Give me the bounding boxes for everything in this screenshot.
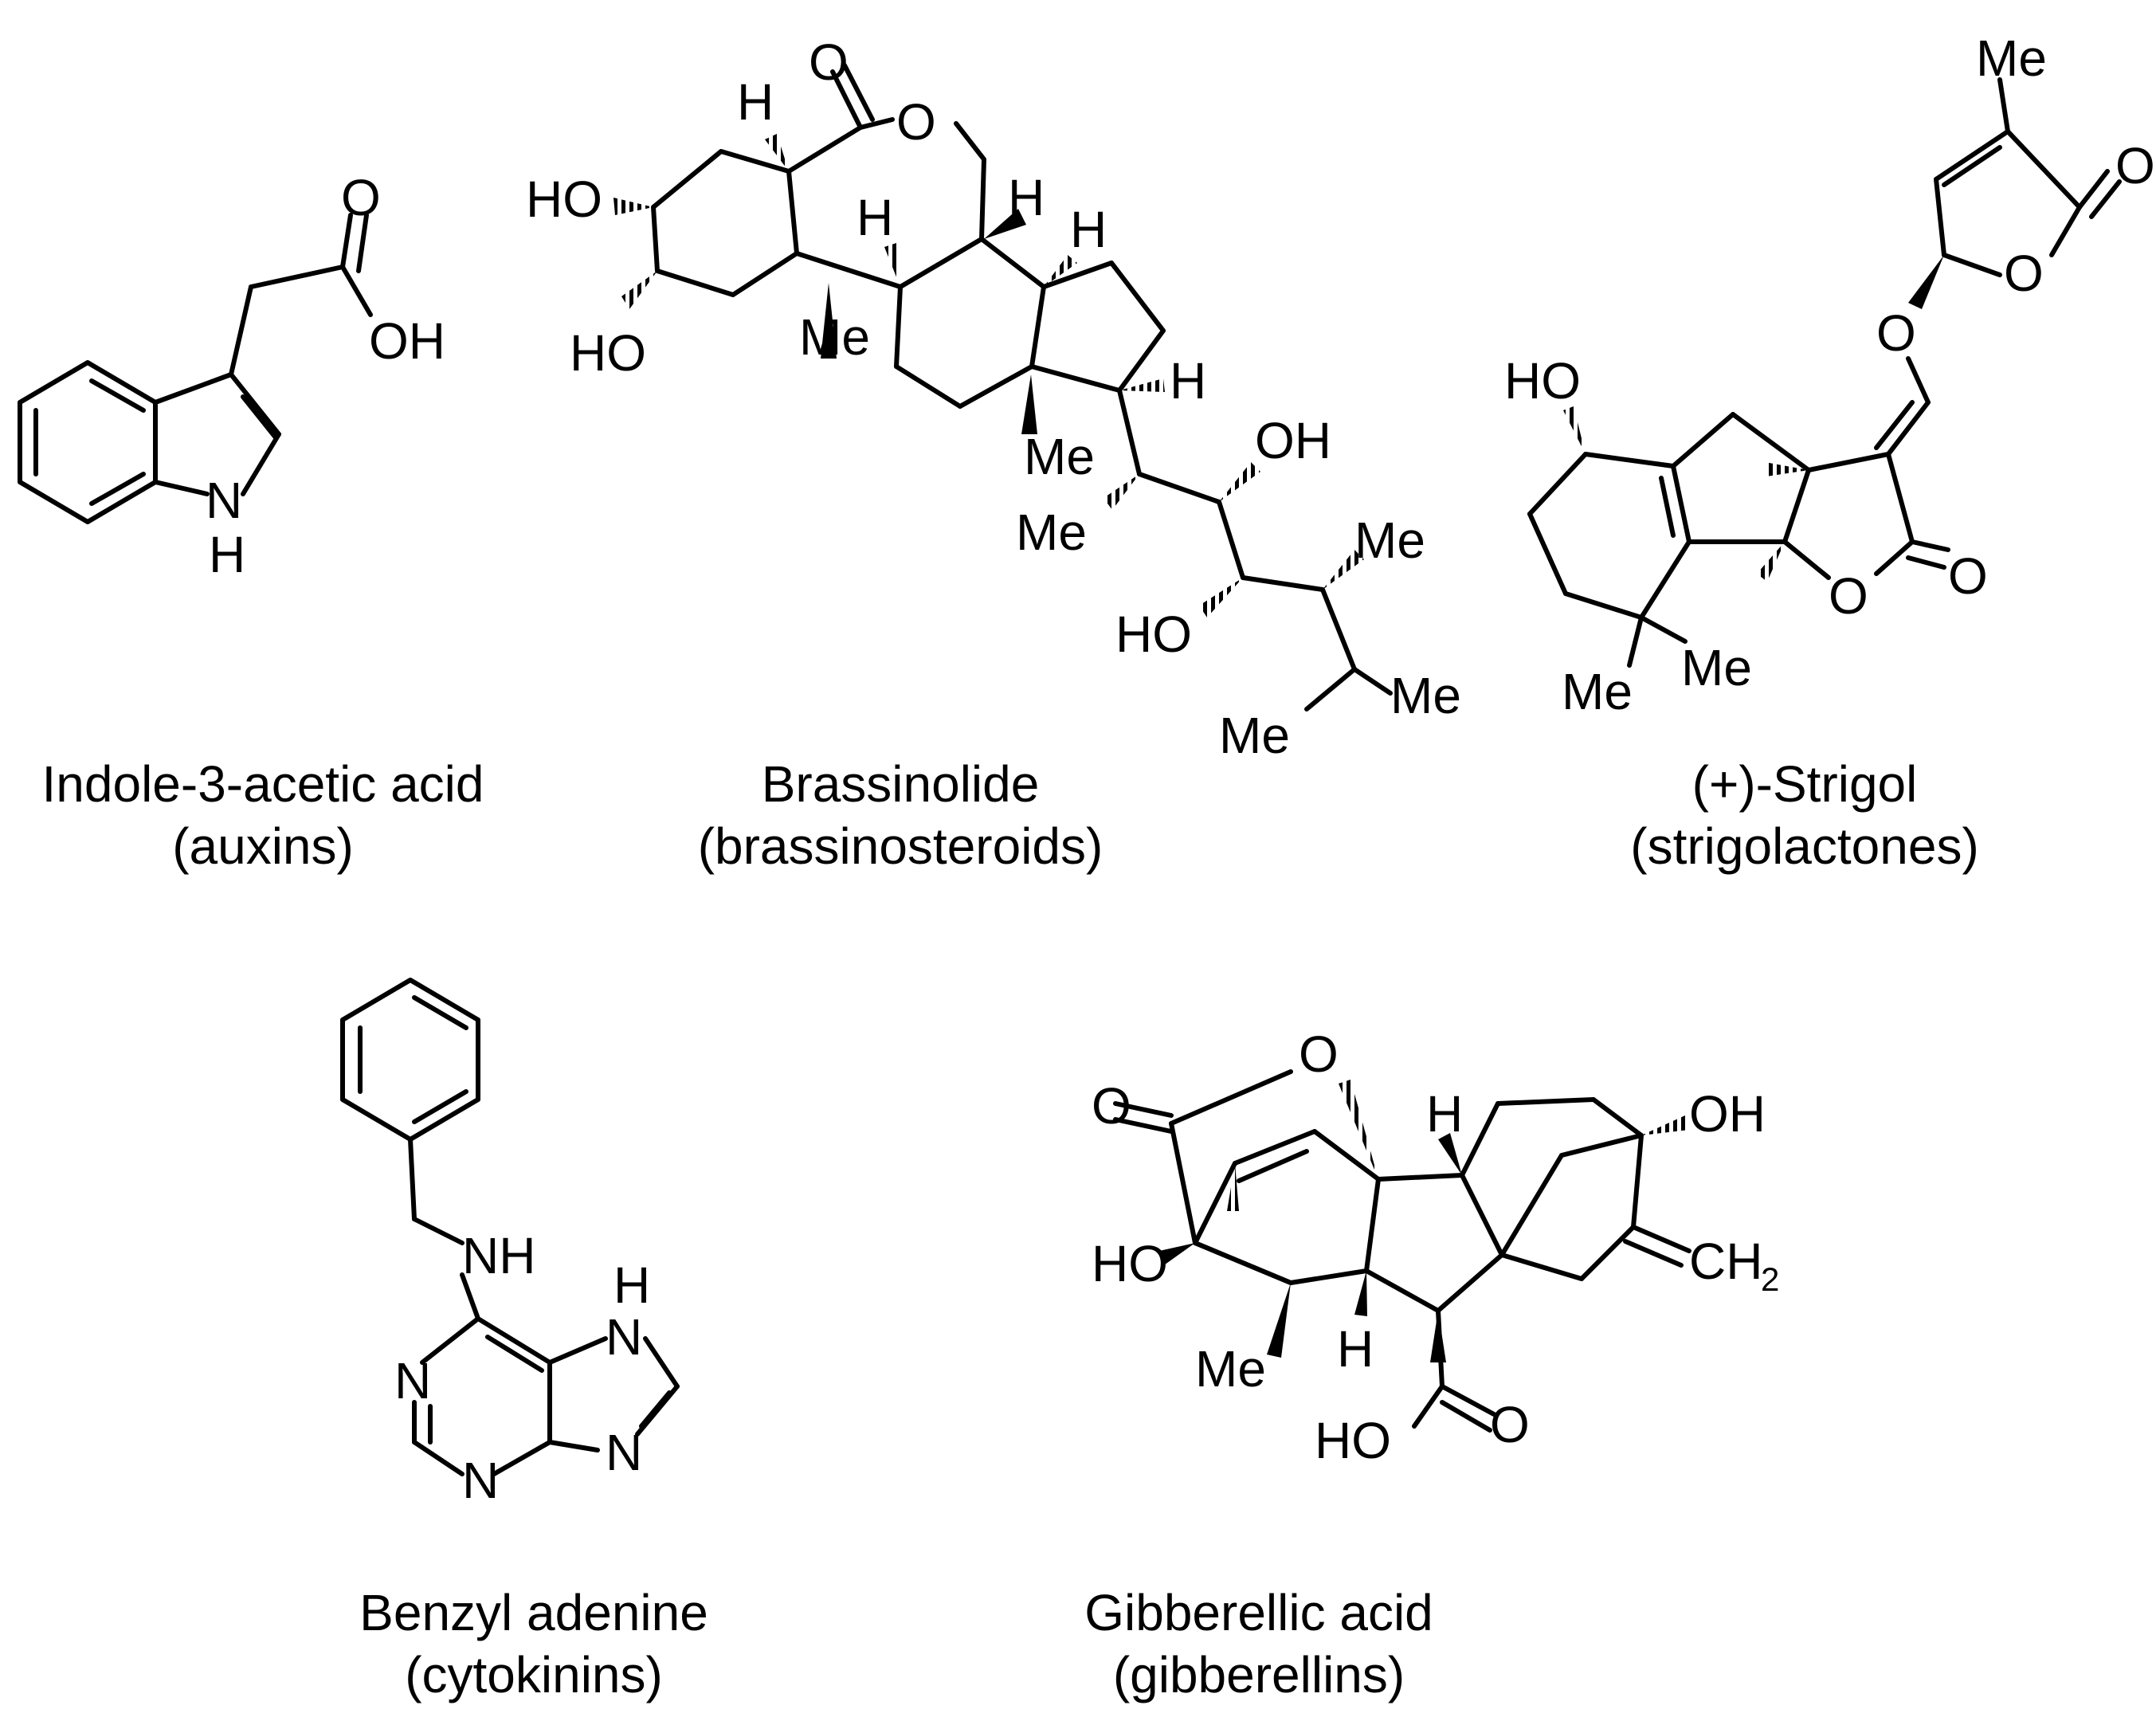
atom-label: HO bbox=[1115, 606, 1192, 663]
atom-label-subscript: 2 bbox=[1761, 1260, 1779, 1298]
atom-label: O bbox=[1299, 1025, 1339, 1083]
compound-class: (auxins) bbox=[172, 817, 354, 875]
compound-name: Gibberellic acid bbox=[1084, 1584, 1433, 1641]
atom-label: Me bbox=[1354, 512, 1425, 569]
atom-label: N bbox=[606, 1424, 642, 1481]
atom-label: H bbox=[613, 1256, 650, 1314]
compound-caption-iaa: Indole-3-acetic acid (auxins) bbox=[42, 753, 484, 877]
atom-label: O bbox=[2004, 245, 2044, 302]
atom-label: N bbox=[394, 1352, 431, 1409]
atom-label: H bbox=[1337, 1320, 1374, 1378]
atom-label: OH bbox=[1255, 412, 1331, 469]
atom-label: N bbox=[462, 1452, 499, 1509]
compound-class: (strigolactones) bbox=[1630, 817, 1979, 875]
atom-label: HO bbox=[1092, 1235, 1168, 1292]
atom-label: O bbox=[341, 169, 381, 226]
atom-label: Me bbox=[1219, 707, 1290, 764]
compound-class: (gibberellins) bbox=[1112, 1646, 1405, 1703]
atom-label: O bbox=[1490, 1396, 1530, 1453]
compound-class: (cytokinins) bbox=[405, 1646, 663, 1703]
atom-label: N bbox=[206, 472, 242, 529]
indole-3-acetic-acid-structure: O OH N H bbox=[18, 169, 445, 583]
compound-name: (+)-Strigol bbox=[1691, 755, 1918, 813]
atom-label: Me bbox=[1976, 29, 2047, 87]
atom-label: HO bbox=[570, 324, 646, 382]
strigol-structure: Me O O O HO O O Me Me bbox=[1504, 29, 2155, 720]
atom-label: Me bbox=[1681, 639, 1752, 696]
atom-label: H bbox=[737, 73, 774, 131]
atom-label: HO bbox=[1315, 1412, 1391, 1469]
atom-label: H bbox=[1170, 352, 1206, 410]
atom-label: Me bbox=[1024, 428, 1095, 485]
atom-label: N bbox=[606, 1308, 642, 1366]
atom-label: O bbox=[809, 33, 849, 91]
benzyl-adenine-structure: NH H N N N N bbox=[340, 978, 680, 1509]
atom-label: H bbox=[1070, 201, 1107, 258]
atom-label: O bbox=[1876, 304, 1916, 362]
gibberellic-acid-structure: O O H OH HO CH 2 Me H HO O bbox=[1092, 1025, 1779, 1469]
atom-label: Me bbox=[1195, 1340, 1266, 1398]
atom-label: O bbox=[1829, 567, 1868, 625]
compound-name: Benzyl adenine bbox=[359, 1584, 708, 1641]
atom-label: O bbox=[896, 93, 936, 151]
atom-label: HO bbox=[1504, 352, 1581, 410]
atom-label: H bbox=[1008, 169, 1045, 226]
atom-label: OH bbox=[1689, 1085, 1766, 1143]
atom-label: H bbox=[209, 526, 245, 583]
atom-label: CH bbox=[1689, 1233, 1762, 1290]
compound-caption-strigol: (+)-Strigol (strigolactones) bbox=[1630, 753, 1979, 877]
compound-class: (brassinosteroids) bbox=[697, 817, 1103, 875]
atom-label: H bbox=[857, 189, 893, 246]
atom-label: OH bbox=[369, 312, 445, 370]
compound-caption-brassinolide: Brassinolide (brassinosteroids) bbox=[698, 753, 1103, 877]
atom-label: Me bbox=[1562, 663, 1633, 720]
atom-label: O bbox=[1948, 547, 1988, 605]
atom-label: Me bbox=[799, 308, 870, 366]
atom-label: H bbox=[1426, 1085, 1463, 1143]
brassinolide-structure: O O H HO H H H HO Me H Me OH Me Me HO Me… bbox=[526, 33, 1461, 764]
atom-label: Me bbox=[1016, 504, 1087, 561]
atom-label: HO bbox=[526, 171, 602, 228]
compound-caption-benzyl-adenine: Benzyl adenine (cytokinins) bbox=[359, 1582, 708, 1706]
atom-label: NH bbox=[462, 1227, 535, 1284]
compound-caption-gibberellic-acid: Gibberellic acid (gibberellins) bbox=[1084, 1582, 1433, 1706]
atom-label: O bbox=[1092, 1077, 1131, 1135]
atom-label: O bbox=[2115, 137, 2155, 194]
compound-name: Indole-3-acetic acid bbox=[41, 755, 484, 813]
compound-name: Brassinolide bbox=[761, 755, 1040, 813]
atom-label: Me bbox=[1390, 667, 1461, 724]
